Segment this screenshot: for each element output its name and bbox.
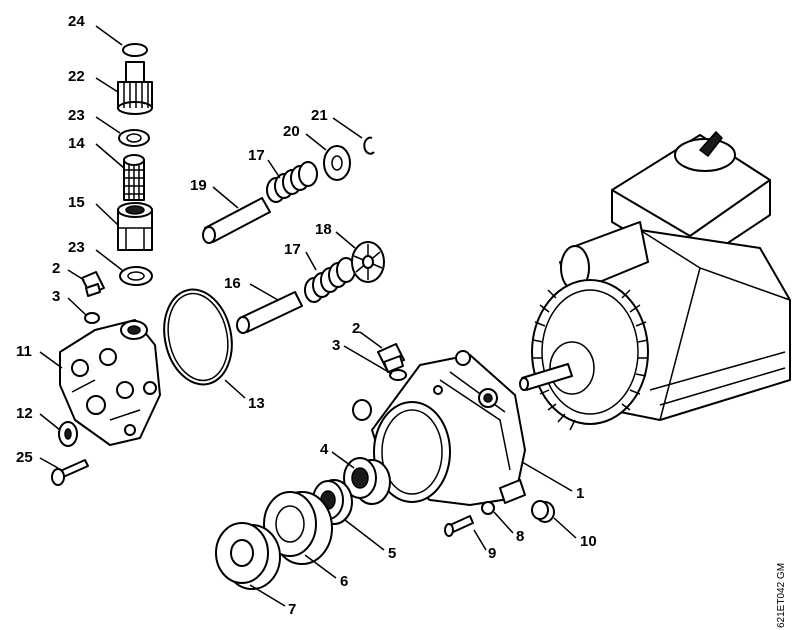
screw-9 bbox=[444, 515, 474, 537]
bearing-4 bbox=[343, 457, 391, 505]
electric-motor bbox=[519, 130, 791, 431]
seal-ring-7 bbox=[215, 522, 281, 590]
callout-17-upper: 17 bbox=[248, 147, 265, 164]
plug-10 bbox=[531, 500, 555, 523]
washer-20 bbox=[323, 145, 351, 181]
callout-2-left: 2 bbox=[52, 260, 60, 277]
piston-16 bbox=[236, 291, 303, 334]
plug-2-left bbox=[81, 271, 105, 297]
callout-11: 11 bbox=[16, 343, 32, 360]
washer-23-bottom bbox=[119, 266, 153, 286]
callout-18: 18 bbox=[315, 221, 332, 238]
o-ring-24 bbox=[122, 43, 148, 57]
callout-1: 1 bbox=[576, 485, 584, 502]
callout-21: 21 bbox=[311, 107, 328, 124]
callout-7: 7 bbox=[288, 601, 296, 618]
callout-3-right: 3 bbox=[332, 337, 340, 354]
callout-3-left: 3 bbox=[52, 288, 60, 305]
o-ring-3-right bbox=[389, 369, 407, 381]
drawing-code: 621ET042 GM bbox=[776, 562, 787, 628]
callout-2-right: 2 bbox=[352, 320, 360, 337]
callout-25: 25 bbox=[16, 449, 33, 466]
circlip-21 bbox=[363, 136, 375, 155]
callout-22: 22 bbox=[68, 68, 85, 85]
plug-2-right bbox=[377, 343, 405, 373]
callout-15: 15 bbox=[68, 194, 85, 211]
callout-10: 10 bbox=[580, 533, 597, 550]
o-ring-13 bbox=[163, 288, 233, 386]
callout-23-top: 23 bbox=[68, 107, 85, 124]
spring-retainer-18 bbox=[351, 241, 385, 283]
hose-connector-22 bbox=[117, 61, 153, 115]
callout-14: 14 bbox=[68, 135, 85, 152]
callout-17-lower: 17 bbox=[284, 241, 301, 258]
callout-16: 16 bbox=[224, 275, 241, 292]
callout-13: 13 bbox=[248, 395, 265, 412]
callout-20: 20 bbox=[283, 123, 300, 140]
callout-4: 4 bbox=[320, 441, 329, 458]
pump-housing bbox=[371, 350, 526, 506]
washer-8 bbox=[481, 501, 495, 515]
leader-lines bbox=[39, 25, 577, 607]
screw-25 bbox=[51, 459, 89, 486]
callout-8: 8 bbox=[516, 528, 524, 545]
callout-9: 9 bbox=[488, 545, 496, 562]
motor-cooling-fins bbox=[532, 289, 649, 431]
bushing-stub bbox=[352, 399, 372, 421]
piston-19 bbox=[202, 197, 271, 244]
wobble-plate-6 bbox=[263, 491, 333, 565]
callout-19: 19 bbox=[190, 177, 207, 194]
valve-head bbox=[59, 319, 161, 446]
o-ring-3-left bbox=[84, 312, 100, 324]
callout-5: 5 bbox=[388, 545, 396, 562]
washer-23-top bbox=[118, 129, 150, 147]
spring-17-lower bbox=[304, 257, 356, 303]
callout-labels: 24 22 23 14 15 23 2 3 11 12 25 19 17 20 … bbox=[16, 13, 597, 618]
callout-23-bottom: 23 bbox=[68, 239, 85, 256]
callout-6: 6 bbox=[340, 573, 348, 590]
spring-17-upper bbox=[266, 161, 318, 203]
inlet-fitting-15 bbox=[117, 202, 153, 251]
callout-12: 12 bbox=[16, 405, 33, 422]
callout-24: 24 bbox=[68, 13, 85, 30]
strainer-14 bbox=[123, 154, 145, 201]
